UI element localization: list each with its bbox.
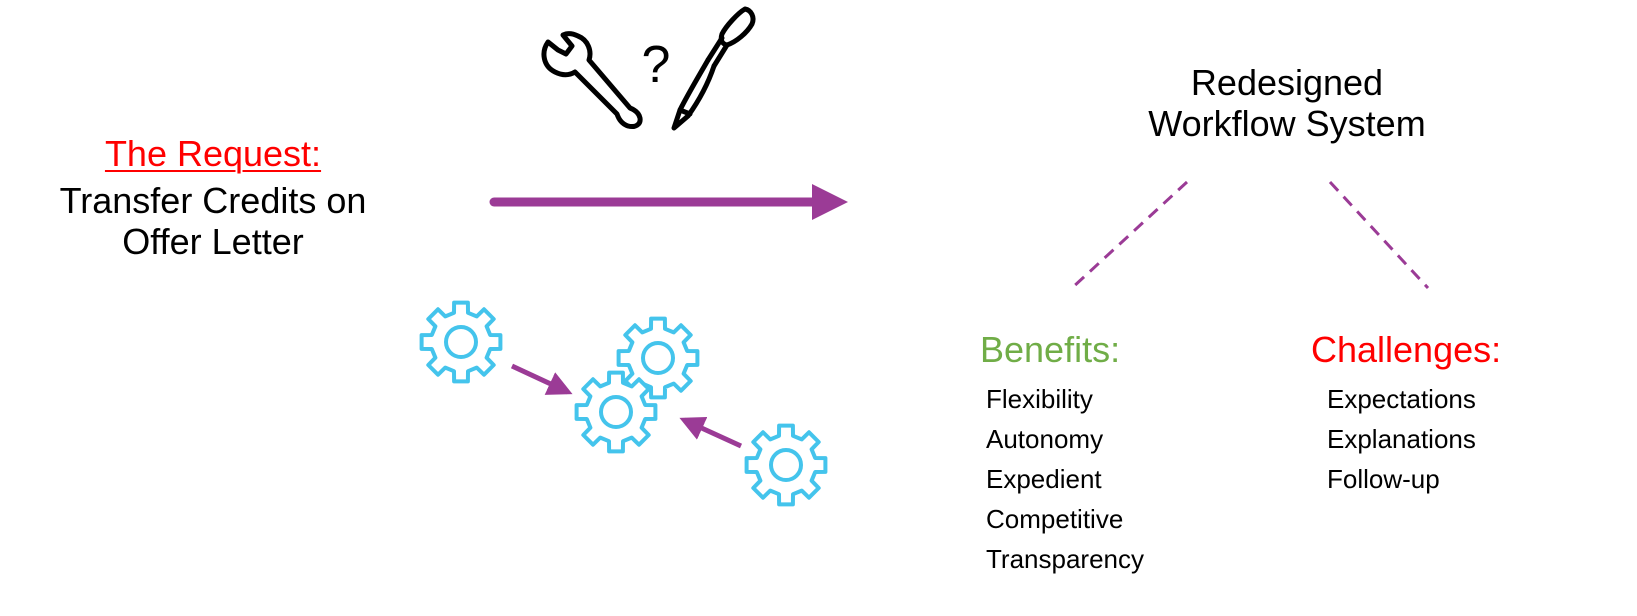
wrench-icon (541, 31, 643, 129)
gear-icon (419, 300, 503, 384)
request-title: The Request: (104, 133, 322, 174)
benefit-item: Transparency (986, 544, 1144, 574)
benefit-item: Expedient (986, 464, 1102, 494)
system-title: Redesigned Workflow System (1037, 62, 1537, 145)
challenge-item: Follow-up (1327, 464, 1440, 494)
challenges-list: Expectations Explanations Follow-up (1327, 379, 1476, 499)
benefit-item: Competitive (986, 504, 1124, 534)
benefits-list: Flexibility Autonomy Expedient Competiti… (986, 379, 1144, 579)
challenge-item: Expectations (1327, 384, 1476, 414)
benefits-heading: Benefits: (980, 329, 1121, 370)
request-line-2: Offer Letter (122, 221, 304, 263)
question-mark: ? (642, 36, 671, 94)
gear-arrow-right (679, 416, 743, 449)
system-title-line-2: Workflow System (1148, 103, 1426, 145)
gear-arrow-left (510, 363, 573, 395)
request-line-1: Transfer Credits on (59, 180, 367, 221)
gear-icon (744, 423, 828, 507)
connector-challenges (1328, 180, 1430, 290)
benefit-item: Autonomy (986, 424, 1104, 454)
benefit-item: Flexibility (986, 384, 1093, 414)
system-title-line-1: Redesigned (1190, 62, 1384, 103)
challenge-item: Explanations (1327, 424, 1476, 454)
gear-icon (574, 370, 658, 454)
connector-benefits (1070, 180, 1189, 290)
challenges-heading: Challenges: (1311, 329, 1502, 370)
main-arrow (489, 184, 848, 220)
gear-cluster (419, 300, 828, 507)
request-description: Transfer Credits on Offer Letter (0, 180, 426, 263)
paintbrush-icon (671, 6, 756, 131)
